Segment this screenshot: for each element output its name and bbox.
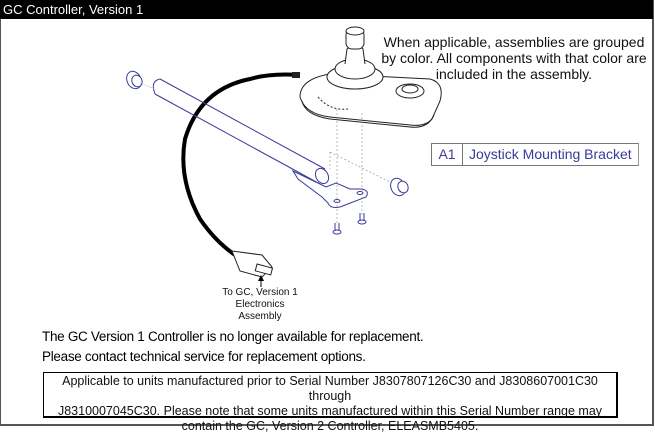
mounting-tube[interactable] xyxy=(152,78,331,186)
end-cap-left xyxy=(126,70,143,90)
legend-code: A1 xyxy=(432,144,463,165)
joystick-cable xyxy=(181,72,301,257)
callout-line: Assembly xyxy=(238,311,282,322)
callout-arrow xyxy=(258,275,264,287)
mounting-bracket[interactable] xyxy=(291,169,368,208)
notice-line: The GC Version 1 Controller is no longer… xyxy=(42,329,424,344)
applicability-line: J8310007045C30. Please note that some un… xyxy=(57,404,603,418)
exploded-parts-diagram xyxy=(126,26,442,287)
legend-name: Joystick Mounting Bracket xyxy=(469,146,632,162)
screw xyxy=(357,213,367,225)
applicability-line: Applicable to units manufactured prior t… xyxy=(62,374,598,403)
joystick-controller[interactable] xyxy=(299,26,442,128)
callout-line: Electronics xyxy=(235,299,285,310)
guide-line xyxy=(139,82,156,90)
end-cap-right xyxy=(390,177,409,197)
assembly-color-note: When applicable, assemblies are grouped … xyxy=(381,34,647,82)
callout-line: To GC, Version 1 xyxy=(222,287,298,298)
serial-applicability-box: Applicable to units manufactured prior t… xyxy=(43,372,618,433)
page-title: GC Controller, Version 1 xyxy=(3,2,144,17)
assembly-guides xyxy=(329,109,393,223)
legend-item-a1: A1 Joystick Mounting Bracket xyxy=(431,143,639,166)
connector-callout: To GC, Version 1 Electronics Assembly xyxy=(210,287,310,323)
notice-line: Please contact technical service for rep… xyxy=(42,349,366,364)
title-bar: GC Controller, Version 1 xyxy=(0,0,653,19)
availability-notice: The GC Version 1 Controller is no longer… xyxy=(42,327,424,367)
screw xyxy=(332,223,342,235)
connector-plug xyxy=(231,250,274,278)
